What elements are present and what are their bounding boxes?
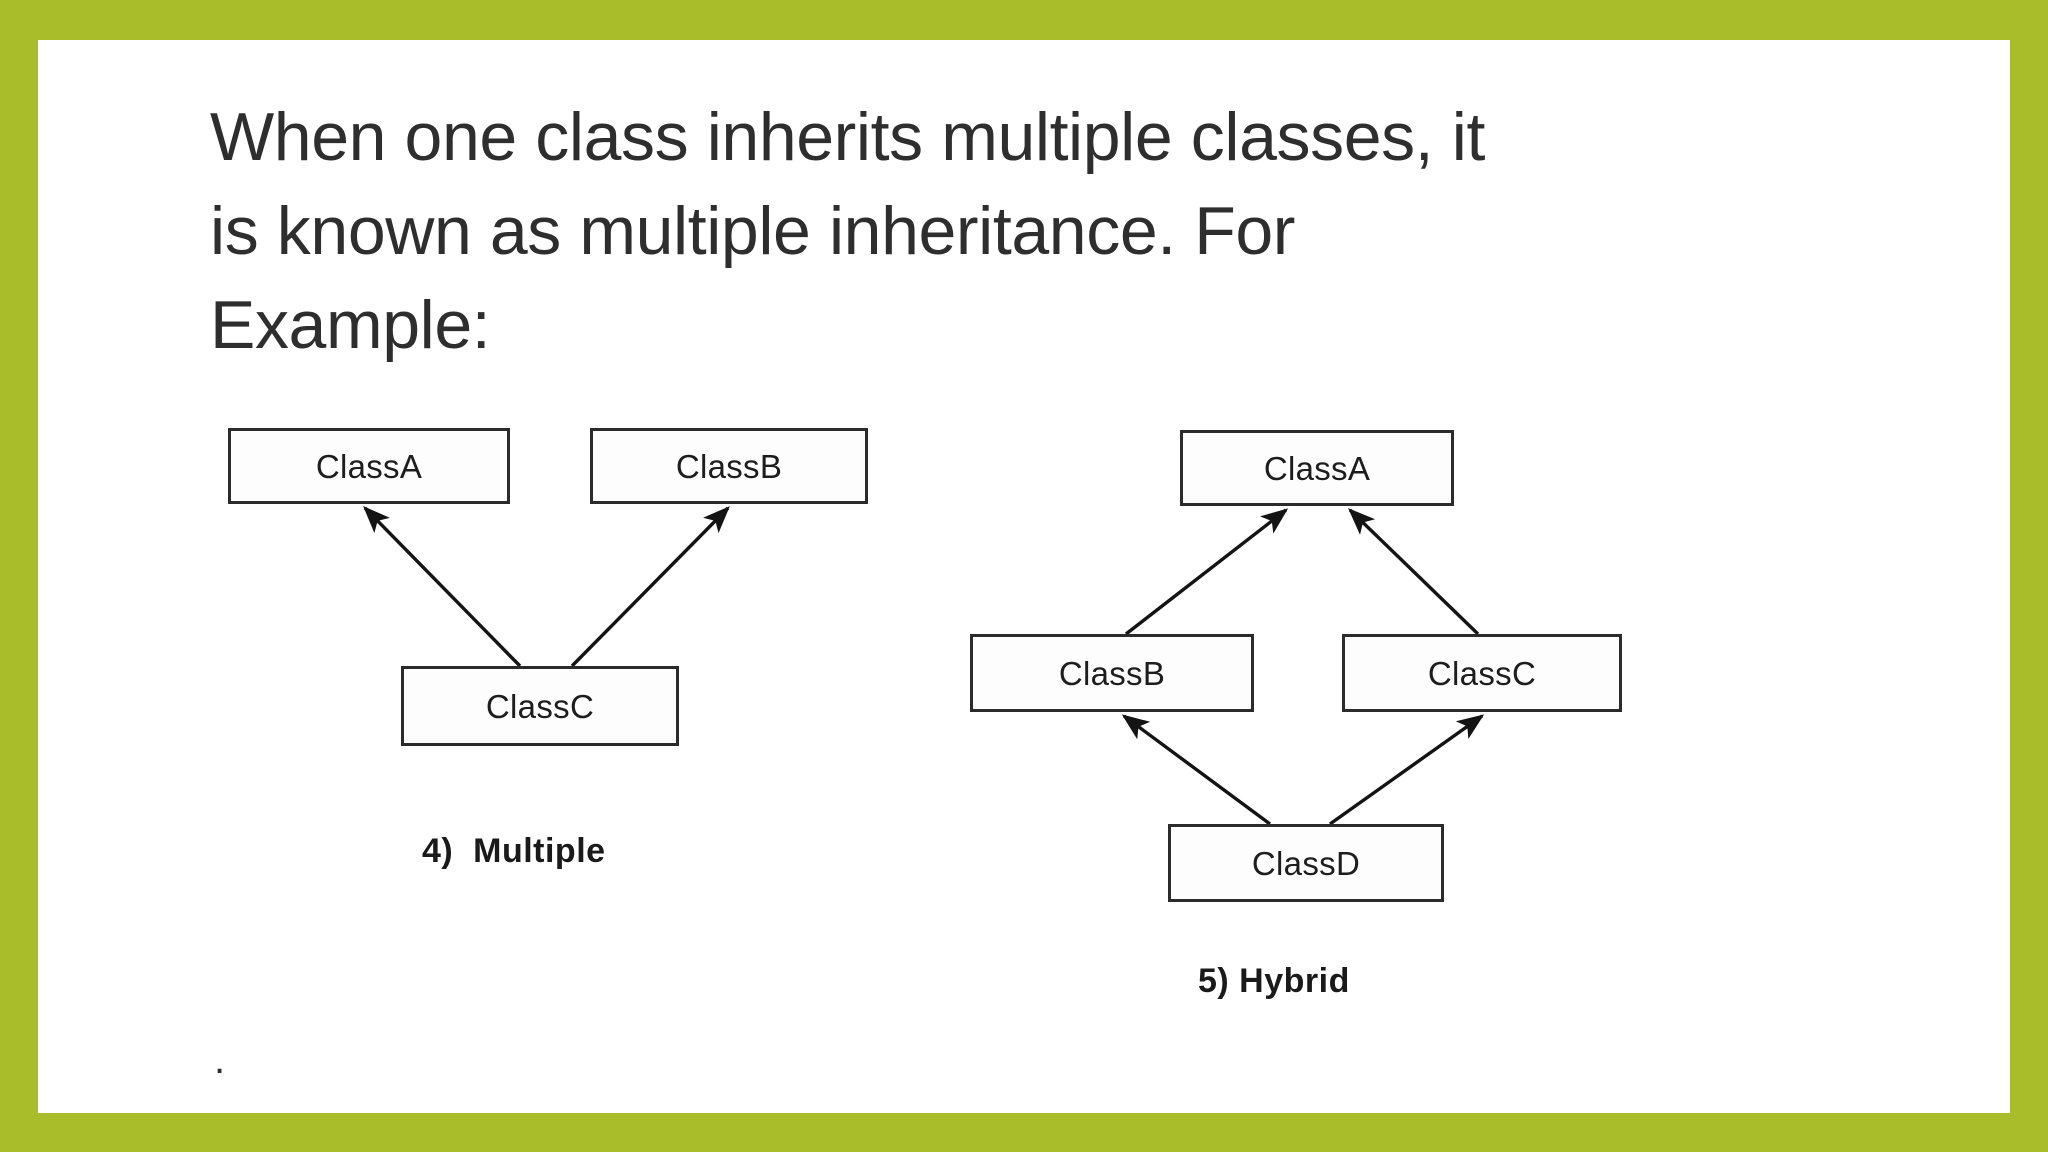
class-box-label: ClassC <box>485 687 595 725</box>
class-box-label: ClassA <box>315 447 423 485</box>
class-box-classa-hybrid-inheritance: ClassA <box>1180 430 1454 506</box>
class-box-classd-hybrid-inheritance: ClassD <box>1168 824 1444 902</box>
inheritance-arrow-classd-to-classc <box>1329 714 1485 826</box>
inheritance-arrow-classc-to-classb <box>570 506 730 668</box>
class-box-label: ClassA <box>1263 449 1371 487</box>
title-line-1: When one class inherits multiple classes… <box>210 99 1485 175</box>
class-box-classb-hybrid-inheritance: ClassB <box>970 634 1254 712</box>
title-line-3: Example: <box>210 287 491 363</box>
class-box-classa-multiple-inheritance: ClassA <box>228 428 510 504</box>
class-box-classb-multiple-inheritance: ClassB <box>590 428 868 504</box>
class-box-label: ClassB <box>1058 654 1166 692</box>
inheritance-arrow-classd-to-classb <box>1121 714 1272 826</box>
page-title: When one class inherits multiple classes… <box>210 90 1910 372</box>
inheritance-diagrams: ClassA ClassB ClassC ClassA ClassB ClassC Cla… <box>38 40 2010 1113</box>
class-box-label: ClassC <box>1427 654 1537 692</box>
slide-content-canvas: When one class inherits multiple classes… <box>38 40 2010 1113</box>
trailing-period-mark: . <box>214 1038 226 1082</box>
inheritance-arrow-classc-to-classa <box>1348 508 1480 636</box>
inheritance-arrow-classc-to-classa <box>363 506 522 668</box>
class-box-classc-multiple-inheritance: ClassC <box>401 666 679 746</box>
class-box-label: ClassD <box>1251 844 1361 882</box>
caption-hybrid: 5) Hybrid <box>1198 962 1350 1000</box>
arrows-hybrid-diagram <box>1121 508 1485 826</box>
diagram-arrows-layer <box>363 506 1485 826</box>
inheritance-arrow-classb-to-classa <box>1124 508 1289 636</box>
caption-multiple: 4) Multiple <box>422 832 606 870</box>
class-box-label: ClassB <box>675 447 783 485</box>
title-line-2: is known as multiple inheritance. For <box>210 193 1296 269</box>
class-box-classc-hybrid-inheritance: ClassC <box>1342 634 1622 712</box>
arrows-multiple-diagram <box>363 506 730 668</box>
